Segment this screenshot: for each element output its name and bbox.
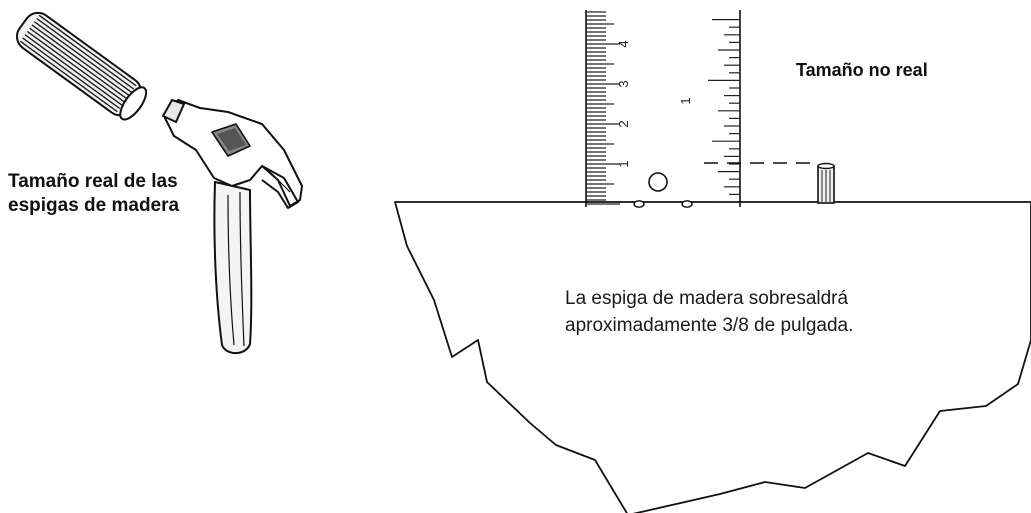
- ruler-label-3: 3: [616, 80, 631, 87]
- protrusion-caption: La espiga de madera sobresaldrá aproxima…: [565, 285, 853, 339]
- ruler-label-2: 2: [616, 120, 631, 127]
- hammer-illustration: [162, 99, 303, 355]
- dowel-end-circle: [648, 172, 668, 192]
- ruler-label-1: 1: [616, 160, 631, 167]
- ruler-inch-label-1: 1: [678, 97, 693, 104]
- wood-dowel-illustration: [15, 11, 148, 121]
- dowel-hole-marker: [633, 200, 645, 208]
- ruler-inch-scale: [708, 19, 740, 203]
- protruding-dowel: [817, 162, 835, 204]
- real-size-dowel-label: Tamaño real de las espigas de madera: [8, 171, 180, 216]
- not-real-size-label: Tamaño no real: [796, 60, 928, 80]
- caption-line-2: aproximadamente 3/8 de pulgada.: [565, 315, 854, 336]
- ruler: 4 3 2 1 1: [585, 10, 741, 207]
- wood-surface-section: [394, 201, 1031, 513]
- ruler-metric-scale: [586, 11, 620, 205]
- caption-line-1: La espiga de madera sobresaldrá: [565, 288, 849, 309]
- ruler-label-4: 4: [616, 40, 631, 47]
- dowel-hole-marker: [681, 200, 693, 208]
